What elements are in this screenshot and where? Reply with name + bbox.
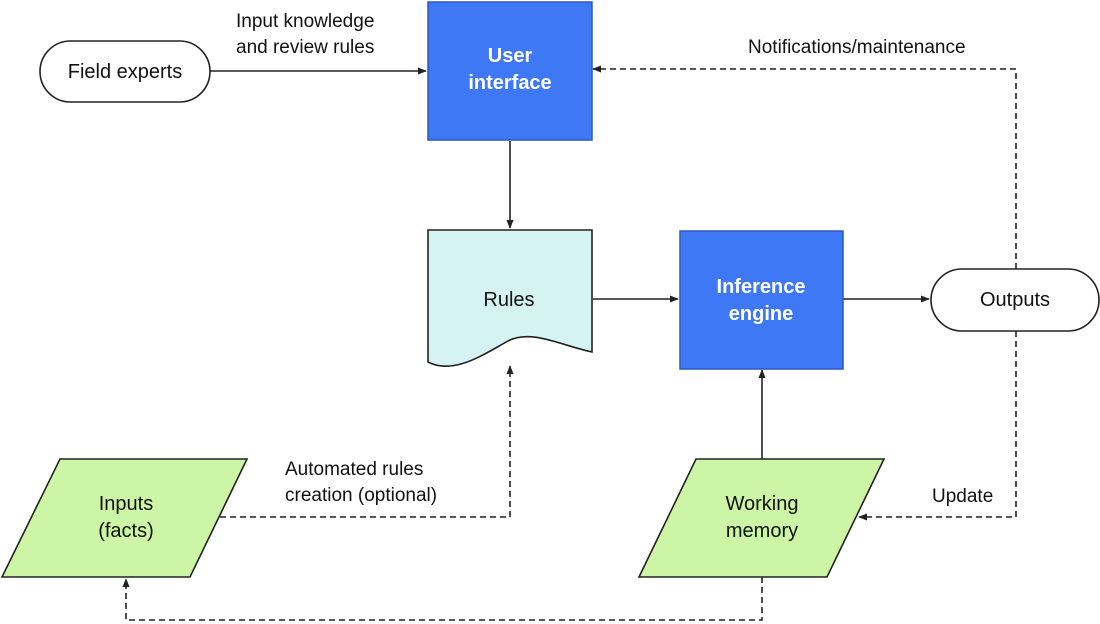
automated-rules-label-line-2: creation (optional) — [285, 485, 437, 506]
rules-document-shape — [427, 229, 593, 368]
field-experts-shape — [39, 40, 211, 103]
user-interface-label-line-1: User — [488, 45, 533, 67]
edge-outputs-to-user-interface-dashed — [592, 65, 1017, 269]
inference-engine-label-line-2: engine — [729, 303, 793, 325]
working-memory-label-line-1: Working — [726, 493, 799, 515]
edge-inputs-to-rules-dashed — [220, 365, 514, 518]
user-interface-label-line-2: interface — [468, 72, 551, 94]
update-label: Update — [932, 486, 993, 507]
outputs-label: Outputs — [980, 289, 1050, 311]
node-inputs: Inputs (facts) — [0, 458, 249, 578]
field-experts-label: Field experts — [68, 61, 183, 83]
node-inference-engine: Inference engine — [679, 230, 844, 370]
node-user-interface: User interface — [427, 1, 593, 141]
edges — [122, 65, 1017, 621]
node-working-memory: Working memory — [637, 458, 886, 578]
outputs-shape — [930, 268, 1100, 332]
working-memory-data-shape — [637, 458, 886, 578]
inputs-label-line-2: (facts) — [98, 520, 154, 542]
inputs-data-shape — [0, 458, 249, 578]
input-knowledge-label-line-1: Input knowledge — [236, 11, 374, 32]
working-memory-label-line-2: memory — [726, 520, 798, 542]
node-outputs: Outputs — [930, 268, 1100, 332]
node-rules: Rules — [427, 229, 593, 368]
edge-working-memory-to-inputs-dashed — [122, 577, 763, 621]
notifications-maintenance-label: Notifications/maintenance — [748, 37, 966, 58]
inference-engine-shape — [679, 230, 844, 370]
inference-engine-label-line-1: Inference — [717, 276, 806, 298]
input-knowledge-label-line-2: and review rules — [236, 37, 374, 58]
edge-labels: Input knowledge and review rules Notific… — [236, 11, 993, 507]
inputs-label-line-1: Inputs — [99, 493, 153, 515]
edge-outputs-to-working-memory-dashed — [858, 331, 1017, 521]
rules-label: Rules — [483, 289, 534, 311]
user-interface-shape — [427, 1, 593, 141]
automated-rules-label-line-1: Automated rules — [285, 459, 423, 480]
node-field-experts: Field experts — [39, 40, 211, 103]
